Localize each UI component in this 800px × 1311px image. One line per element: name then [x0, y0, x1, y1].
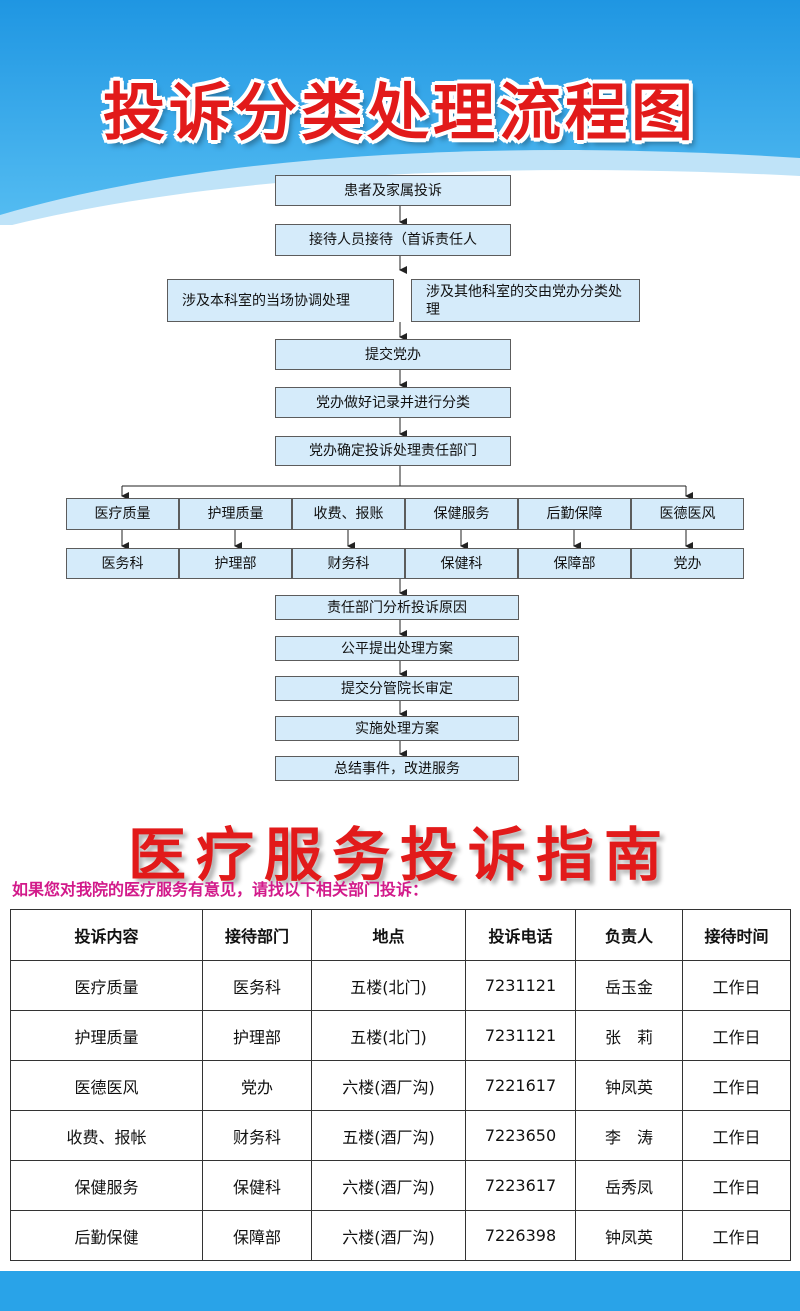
flow-department: 医务科: [66, 548, 179, 579]
table-row: 医德医风 党办 六楼(酒厂沟) 7221617 钟凤英 工作日: [10, 1060, 791, 1111]
table-cell: 7231121: [465, 1010, 576, 1061]
table-cell: 财务科: [202, 1110, 312, 1161]
footer-band: [0, 1271, 800, 1311]
table-cell: 六楼(酒厂沟): [311, 1210, 466, 1261]
flow-category: 护理质量: [179, 498, 292, 530]
table-cell: 7231121: [465, 960, 576, 1011]
table-cell: 7223617: [465, 1160, 576, 1211]
flow-department: 财务科: [292, 548, 405, 579]
table-cell: 六楼(酒厂沟): [311, 1060, 466, 1111]
flow-category: 收费、报账: [292, 498, 405, 530]
table-header-cell: 接待部门: [202, 909, 312, 961]
flow-branch-other: 涉及其他科室的交由党办分类处理: [411, 279, 640, 322]
table-row: 保健服务 保健科 六楼(酒厂沟) 7223617 岳秀凤 工作日: [10, 1160, 791, 1211]
table-header-cell: 地点: [311, 909, 466, 961]
flow-branch-local: 涉及本科室的当场协调处理: [167, 279, 394, 322]
table-cell: 岳玉金: [575, 960, 683, 1011]
table-row: 护理质量 护理部 五楼(北门) 7231121 张 莉 工作日: [10, 1010, 791, 1061]
table-header-cell: 接待时间: [682, 909, 791, 961]
flow-step-review: 提交分管院长审定: [275, 676, 519, 701]
table-cell: 保健服务: [10, 1160, 203, 1211]
flow-category: 后勤保障: [518, 498, 631, 530]
flow-step-submit: 提交党办: [275, 339, 511, 370]
table-cell: 后勤保健: [10, 1210, 203, 1261]
table-cell: 7223650: [465, 1110, 576, 1161]
table-cell: 工作日: [682, 1210, 791, 1261]
table-cell: 护理部: [202, 1010, 312, 1061]
flow-department: 党办: [631, 548, 744, 579]
table-cell: 7221617: [465, 1060, 576, 1111]
flow-category: 医疗质量: [66, 498, 179, 530]
flow-step-assign: 党办确定投诉处理责任部门: [275, 436, 511, 466]
table-row: 收费、报帐 财务科 五楼(酒厂沟) 7223650 李 涛 工作日: [10, 1110, 791, 1161]
flow-step-implement: 实施处理方案: [275, 716, 519, 741]
flow-step-reception: 接待人员接待（首诉责任人: [275, 224, 511, 256]
table-header-cell: 投诉内容: [10, 909, 203, 961]
flow-connectors: [121, 206, 693, 758]
table-header-cell: 负责人: [575, 909, 683, 961]
table-cell: 工作日: [682, 1060, 791, 1111]
table-row: 后勤保健 保障部 六楼(酒厂沟) 7226398 钟凤英 工作日: [10, 1210, 791, 1261]
table-cell: 岳秀凤: [575, 1160, 683, 1211]
table-cell: 医务科: [202, 960, 312, 1011]
table-cell: 钟凤英: [575, 1060, 683, 1111]
flow-step-summary: 总结事件，改进服务: [275, 756, 519, 781]
table-header-row: 投诉内容 接待部门 地点 投诉电话 负责人 接待时间: [10, 909, 791, 961]
table-cell: 五楼(北门): [311, 1010, 466, 1061]
table-cell: 护理质量: [10, 1010, 203, 1061]
table-cell: 保障部: [202, 1210, 312, 1261]
table-cell: 李 涛: [575, 1110, 683, 1161]
flow-step-analyze: 责任部门分析投诉原因: [275, 595, 519, 620]
table-cell: 六楼(酒厂沟): [311, 1160, 466, 1211]
table-header-cell: 投诉电话: [465, 909, 576, 961]
table-cell: 保健科: [202, 1160, 312, 1211]
table-cell: 工作日: [682, 1160, 791, 1211]
table-cell: 医德医风: [10, 1060, 203, 1111]
table-cell: 张 莉: [575, 1010, 683, 1061]
table-row: 医疗质量 医务科 五楼(北门) 7231121 岳玉金 工作日: [10, 960, 791, 1011]
table-cell: 工作日: [682, 1110, 791, 1161]
flow-department: 保障部: [518, 548, 631, 579]
guide-title: 医疗服务投诉指南: [127, 821, 672, 889]
table-cell: 党办: [202, 1060, 312, 1111]
table-cell: 收费、报帐: [10, 1110, 203, 1161]
table-cell: 医疗质量: [10, 960, 203, 1011]
flow-step-propose: 公平提出处理方案: [275, 636, 519, 661]
table-cell: 工作日: [682, 960, 791, 1011]
flow-department: 保健科: [405, 548, 518, 579]
page-title: 投诉分类处理流程图: [102, 76, 697, 149]
flow-step-start: 患者及家属投诉: [275, 175, 511, 206]
table-cell: 7226398: [465, 1210, 576, 1261]
table-cell: 钟凤英: [575, 1210, 683, 1261]
flow-category: 保健服务: [405, 498, 518, 530]
table-cell: 工作日: [682, 1010, 791, 1061]
flow-step-record: 党办做好记录并进行分类: [275, 387, 511, 418]
flow-department: 护理部: [179, 548, 292, 579]
table-cell: 五楼(酒厂沟): [311, 1110, 466, 1161]
complaint-table: 投诉内容 接待部门 地点 投诉电话 负责人 接待时间 医疗质量 医务科 五楼(北…: [10, 909, 791, 1261]
flow-category: 医德医风: [631, 498, 744, 530]
table-cell: 五楼(北门): [311, 960, 466, 1011]
guide-subtitle: 如果您对我院的医疗服务有意见，请找以下相关部门投诉：: [12, 880, 429, 899]
